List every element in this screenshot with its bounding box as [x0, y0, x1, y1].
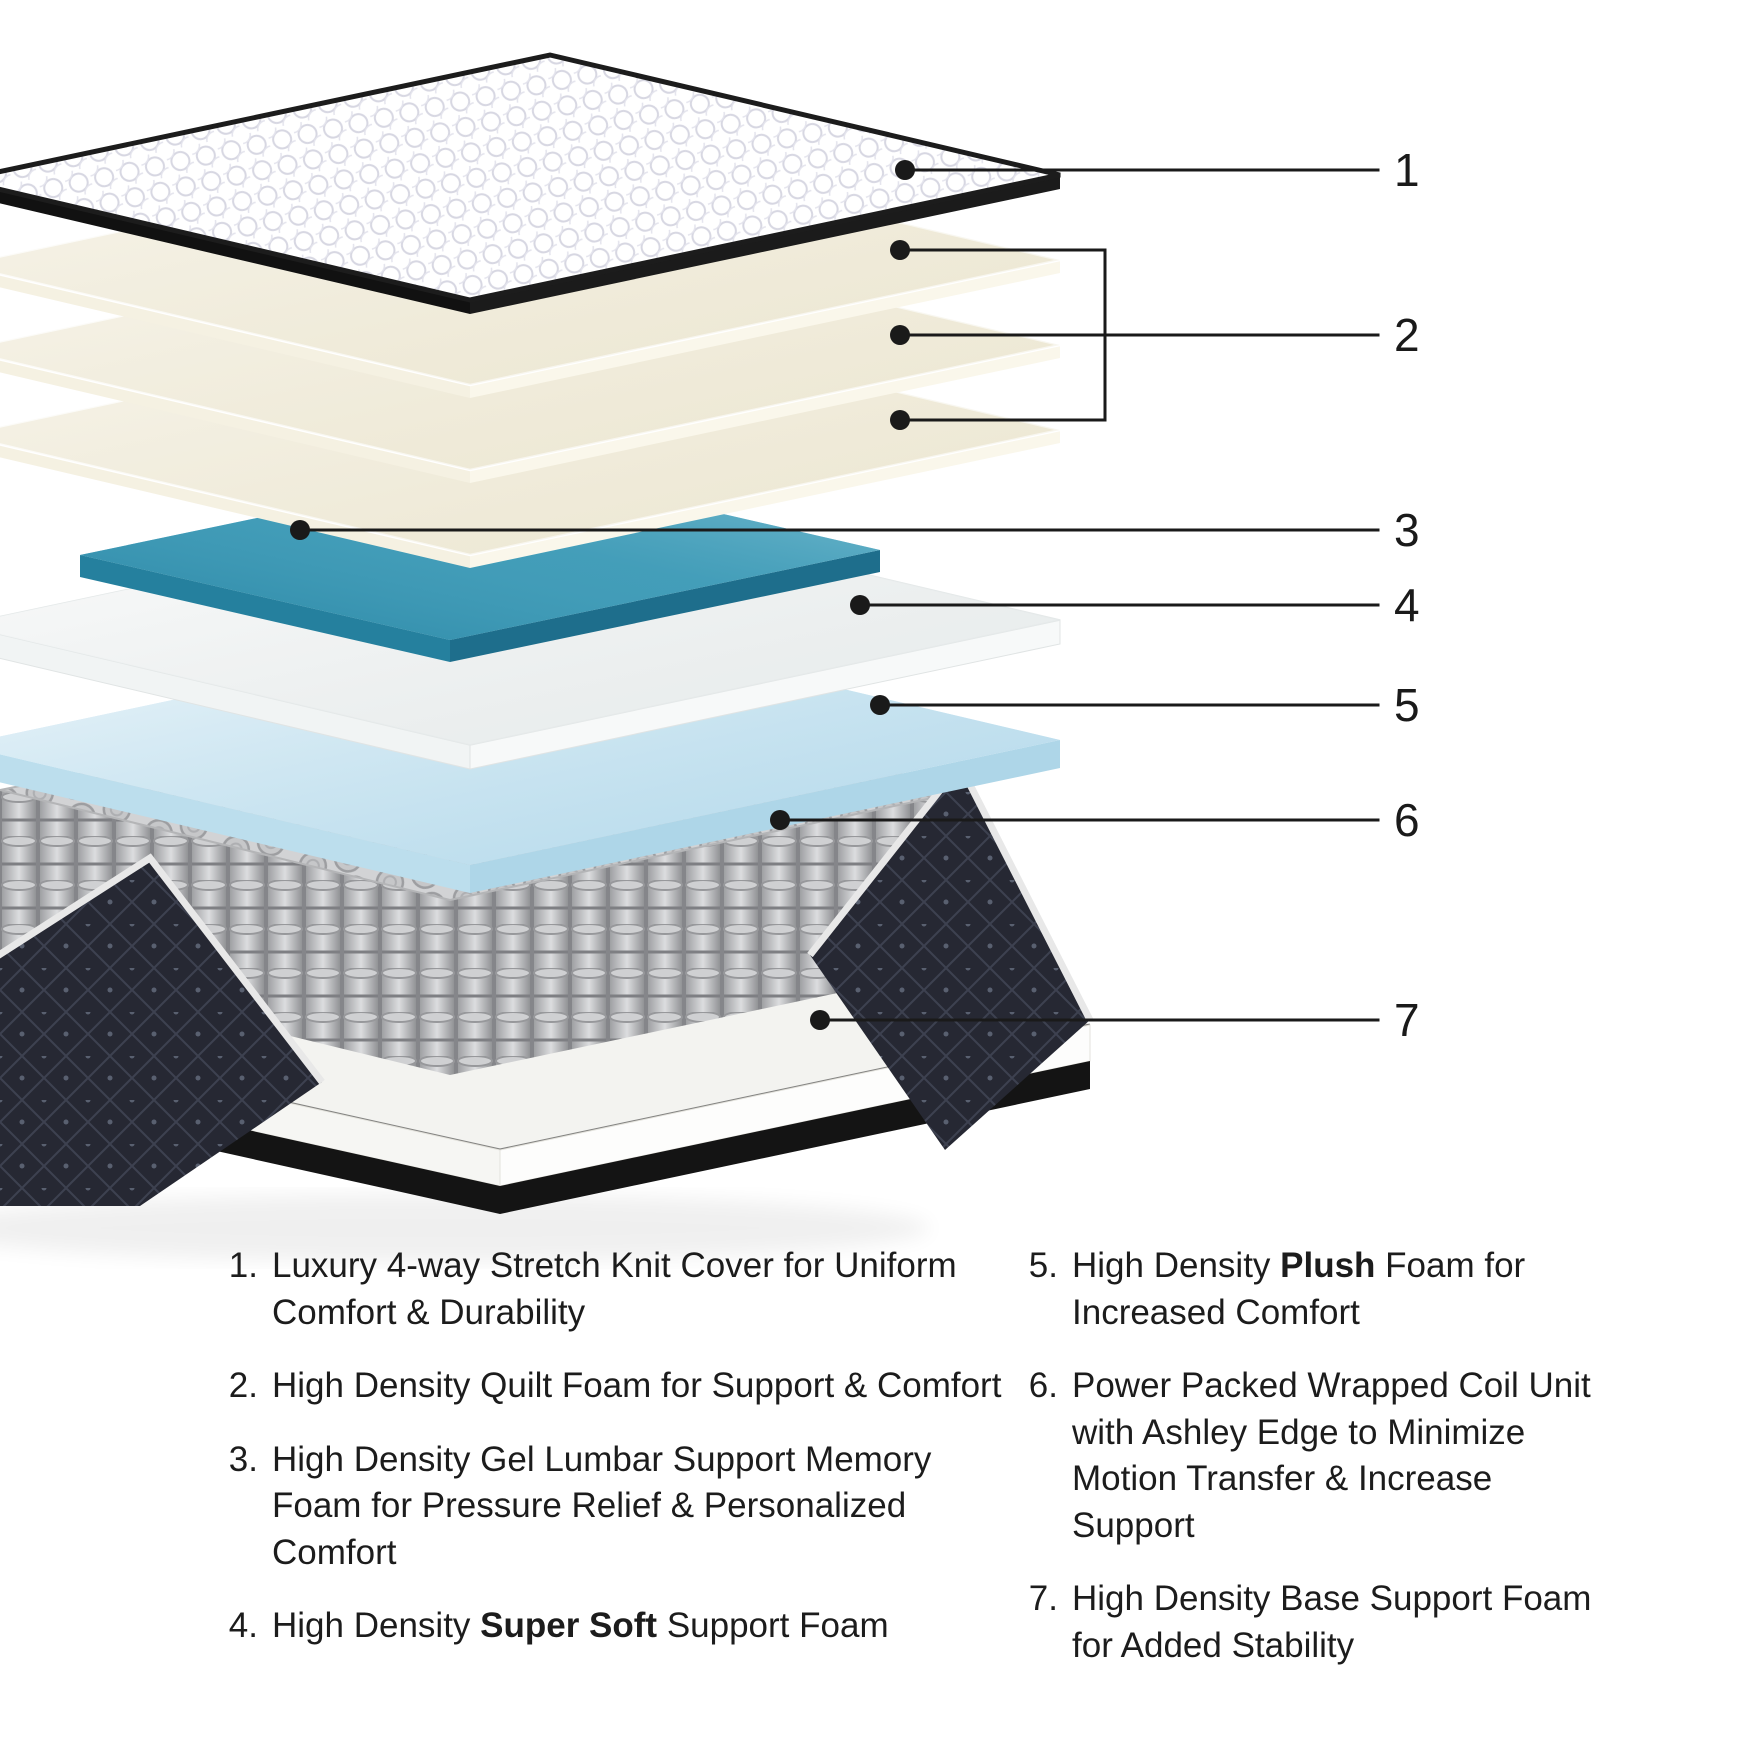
callout-dot-4	[850, 595, 870, 615]
legend-item-2: 2. High Density Quilt Foam for Support & …	[212, 1363, 1022, 1410]
legend-item-number: 4.	[228, 1606, 258, 1646]
legend-item-text: High Density Plush Foam for Increased Co…	[1072, 1246, 1526, 1332]
callout-1: 1	[895, 144, 1420, 196]
legend-item-number: 6.	[1028, 1366, 1058, 1406]
gel-edge-right	[450, 550, 880, 662]
legend-item-3: 3. High Density Gel Lumbar Support Memory…	[212, 1437, 1022, 1577]
fabric-left-panel	[0, 853, 325, 1206]
quilt2-edge-right	[470, 345, 1060, 483]
callout-4: 4	[850, 579, 1420, 631]
quilt3-edge-right	[470, 430, 1060, 568]
callout-dot-2a	[890, 240, 910, 260]
fabric-left-binding	[0, 853, 325, 1085]
callout-6: 6	[770, 794, 1420, 846]
legend-item-number: 7.	[1028, 1579, 1058, 1619]
fabric-left-shape	[0, 858, 322, 1206]
callout-dot-7	[810, 1010, 830, 1030]
callout-dot-2c	[890, 410, 910, 430]
callout-2: 2	[890, 240, 1420, 430]
layer-2-quilt-foams	[0, 138, 1061, 568]
callout-7: 7	[810, 994, 1420, 1046]
layer-1-knit-cover	[0, 52, 1061, 314]
callouts: 1 2 3 4 5	[290, 144, 1420, 1046]
quilt1-edge-left	[0, 274, 470, 398]
callout-number-3: 3	[1394, 504, 1420, 556]
callout-number-5: 5	[1394, 679, 1420, 731]
legend-item-text: Luxury 4-way Stretch Knit Cover for Unif…	[272, 1246, 957, 1332]
plush-edge-right	[470, 740, 1060, 893]
quilt3-edge-left	[0, 444, 470, 568]
callout-number-1: 1	[1394, 144, 1420, 196]
gel-edge-left	[80, 555, 450, 662]
fabric-right-shape	[810, 765, 1090, 1150]
cover-edge-right	[470, 175, 1060, 314]
callout-dot-6	[770, 810, 790, 830]
legend-item-text: High Density Base Support Foam for Added…	[1072, 1579, 1592, 1665]
legend-item-5: 5. High Density Plush Foam for Increased …	[1012, 1243, 1612, 1336]
legend-item-text: High Density Gel Lumbar Support Memory F…	[272, 1439, 932, 1572]
legend-item-number: 3.	[228, 1439, 258, 1479]
legend-item-6: 6. Power Packed Wrapped Coil Unit with As…	[1012, 1363, 1612, 1549]
callout-number-4: 4	[1394, 579, 1420, 631]
coil-front-right-face	[450, 790, 970, 1075]
legend-item-text: High Density Super Soft Support Foam	[272, 1606, 889, 1646]
legend-item-1: 1. Luxury 4-way Stretch Knit Cover for Un…	[212, 1243, 1022, 1336]
legend-item-4: 4. High Density Super Soft Support Foam	[212, 1603, 1022, 1650]
callout-dot-2b	[890, 325, 910, 345]
callout-dot-5	[870, 695, 890, 715]
callout-number-6: 6	[1394, 794, 1420, 846]
plush-edge-left	[0, 754, 470, 893]
legend-item-7: 7. High Density Base Support Foam for Add…	[1012, 1576, 1612, 1669]
legend-item-number: 2.	[228, 1366, 258, 1406]
callout-number-2: 2	[1394, 309, 1420, 361]
legend-item-number: 1.	[228, 1246, 258, 1285]
legend-item-text: High Density Quilt Foam for Support & Co…	[272, 1366, 1002, 1406]
callout-dot-3	[290, 520, 310, 540]
legend-item-text: Power Packed Wrapped Coil Unit with Ashl…	[1072, 1366, 1591, 1545]
quilt2-edge-left	[0, 359, 470, 483]
callout-dot-1	[895, 160, 915, 180]
coil-front-left-face	[0, 790, 450, 1075]
legend-item-number: 5.	[1028, 1246, 1058, 1285]
legend-column-left: 1. Luxury 4-way Stretch Knit Cover for Un…	[212, 1243, 1022, 1677]
callout-3: 3	[290, 504, 1420, 556]
callout-number-7: 7	[1394, 994, 1420, 1046]
cover-top-face	[0, 52, 1061, 303]
callout-5: 5	[870, 679, 1420, 731]
quilt1-edge-right	[470, 260, 1060, 398]
cover-edge-left	[0, 189, 470, 314]
ground-shadow	[0, 1194, 930, 1262]
legend-column-right: 5. High Density Plush Foam for Increased …	[1012, 1243, 1612, 1696]
